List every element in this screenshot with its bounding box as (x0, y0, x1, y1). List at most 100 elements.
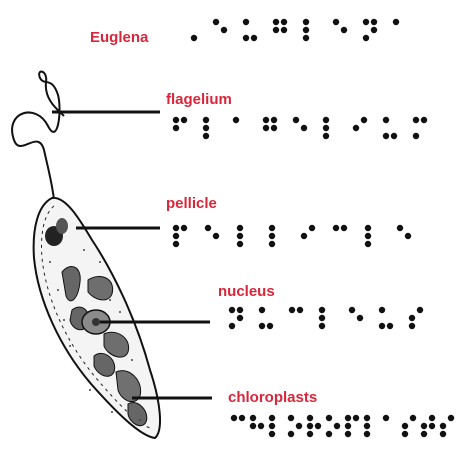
braille-dot (307, 431, 313, 437)
braille-dot (383, 415, 389, 421)
braille-dot (345, 415, 351, 421)
braille-dot (364, 423, 370, 429)
braille-dot (301, 125, 307, 131)
braille-dot (365, 241, 371, 247)
braille-cell (307, 415, 321, 437)
braille-cell (363, 19, 377, 41)
braille-dot (421, 423, 427, 429)
braille-dot (173, 225, 179, 231)
braille-cell (243, 19, 257, 41)
braille-cell (333, 225, 347, 231)
braille-dot (361, 117, 367, 123)
braille-dot (267, 323, 273, 329)
braille-dot (289, 307, 295, 313)
braille-dot (173, 233, 179, 239)
braille-dot (365, 225, 371, 231)
braille-dot (319, 307, 325, 313)
braille-dot (323, 125, 329, 131)
braille-dot (213, 19, 219, 25)
braille-dot (417, 307, 423, 313)
braille-cell (402, 415, 416, 437)
braille-dot (229, 307, 235, 313)
braille-dot (263, 117, 269, 123)
braille-cell (269, 415, 275, 437)
braille-dot (333, 19, 339, 25)
braille-dot (440, 431, 446, 437)
braille-cell (409, 307, 423, 329)
braille-dot (173, 241, 179, 247)
braille-dot (429, 423, 435, 429)
braille-nucleus (229, 307, 423, 329)
braille-dot (281, 19, 287, 25)
braille-dot (237, 225, 243, 231)
braille-dot (341, 225, 347, 231)
braille-cell (301, 225, 315, 239)
braille-dot (269, 415, 275, 421)
braille-dot (296, 423, 302, 429)
braille-dot (237, 307, 243, 313)
braille-dot (269, 225, 275, 231)
braille-dot (365, 233, 371, 239)
braille-cell (303, 19, 309, 41)
braille-cell (333, 19, 347, 33)
braille-cell (237, 225, 243, 247)
braille-dot (237, 241, 243, 247)
braille-dot (239, 415, 245, 421)
braille-dot (333, 225, 339, 231)
braille-dot (237, 315, 243, 321)
braille-dot (402, 423, 408, 429)
braille-dot (413, 117, 419, 123)
braille-dot (273, 19, 279, 25)
braille-dot (233, 117, 239, 123)
braille-chloroplasts (231, 415, 454, 437)
braille-dot (334, 423, 340, 429)
label-chloroplasts: chloroplasts (228, 390, 317, 405)
braille-cell (421, 415, 435, 437)
braille-dot (271, 125, 277, 131)
braille-cell (289, 307, 303, 313)
braille-dot (307, 415, 313, 421)
braille-dot (323, 133, 329, 139)
braille-dot (307, 423, 313, 429)
braille-dot (349, 307, 355, 313)
braille-cell (383, 415, 389, 421)
braille-dot (259, 323, 265, 329)
braille-dot (393, 19, 399, 25)
braille-cell (345, 415, 359, 437)
braille-dot (229, 323, 235, 329)
braille-dot (448, 415, 454, 421)
braille-dot (326, 415, 332, 421)
braille-cell (319, 307, 325, 329)
braille-dot (413, 133, 419, 139)
braille-dot (345, 423, 351, 429)
braille-cell (205, 225, 219, 239)
braille-dot (410, 415, 416, 421)
braille-cell (250, 415, 264, 429)
braille-dot (205, 225, 211, 231)
braille-dot (353, 415, 359, 421)
braille-dot (319, 315, 325, 321)
braille-dot (345, 431, 351, 437)
braille-cell (326, 415, 340, 437)
braille-cell (293, 117, 307, 131)
braille-dot (319, 323, 325, 329)
braille-dot (191, 35, 197, 41)
braille-dot (383, 133, 389, 139)
braille-dot (379, 307, 385, 313)
braille-cell (273, 19, 287, 33)
braille-cell (397, 225, 411, 239)
braille-dot (364, 431, 370, 437)
braille-dot (315, 423, 321, 429)
braille-cell (379, 307, 393, 329)
braille-dot (364, 415, 370, 421)
braille-cell (323, 117, 329, 139)
braille-dot (269, 431, 275, 437)
braille-dot (271, 117, 277, 123)
braille-dot (269, 423, 275, 429)
braille-dot (383, 117, 389, 123)
braille-cell (288, 415, 302, 437)
braille-dot (371, 27, 377, 33)
label-euglena: Euglena (90, 30, 148, 45)
braille-cell (413, 117, 427, 139)
